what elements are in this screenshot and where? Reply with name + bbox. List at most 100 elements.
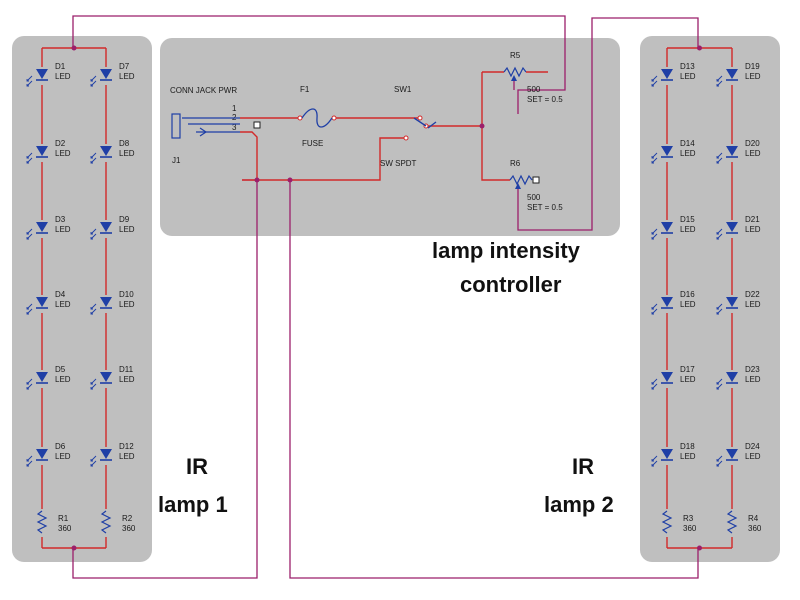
led-ref: D11 [119,365,134,374]
led-ref: D15 [680,215,695,224]
led-ref: D2 [55,139,66,148]
led-ref: D6 [55,442,66,451]
led-type: LED [745,225,761,234]
r5-set: SET = 0.5 [527,95,563,104]
led-ref: D3 [55,215,66,224]
led-type: LED [119,375,135,384]
r6-ref: R6 [510,159,521,168]
lamp1-panel [12,36,152,562]
led-type: LED [119,300,135,309]
led-type: LED [119,452,135,461]
led-type: LED [55,149,71,158]
resistor-value: 360 [58,524,72,533]
r6-set: SET = 0.5 [527,203,563,212]
led-ref: D14 [680,139,695,148]
led-type: LED [55,225,71,234]
led-ref: D10 [119,290,134,299]
fuse: F1 FUSE [297,85,337,148]
jack-ref: J1 [172,156,181,165]
led-type: LED [55,375,71,384]
led-type: LED [119,72,135,81]
jack-pin-1: 1 [232,104,237,113]
r5-ref: R5 [510,51,521,60]
led-type: LED [119,149,135,158]
led-ref: D22 [745,290,760,299]
led-ref: D13 [680,62,695,71]
led-type: LED [680,149,696,158]
resistor-ref: R1 [58,514,69,523]
controller-label-line1: lamp intensity [432,238,581,263]
lamp2-circuit: D13LEDD14LEDD15LEDD16LEDD17LEDD18LEDR336… [651,45,762,551]
led-ref: D5 [55,365,66,374]
led-type: LED [55,72,71,81]
led-ref: D16 [680,290,695,299]
lamp2-label-line1: IR [572,454,594,479]
resistor-ref: R3 [683,514,694,523]
potentiometer-r6: R6 500 SET = 0.5 [509,159,563,212]
r5-value: 500 [527,85,541,94]
controller-circuit: CONN JACK PWR 1 2 3 J1 F1 FUSE [170,51,563,212]
led-ref: D12 [119,442,134,451]
resistor-ref: R2 [122,514,133,523]
led-type: LED [55,300,71,309]
led-ref: D20 [745,139,760,148]
led-type: LED [745,300,761,309]
power-jack: CONN JACK PWR 1 2 3 J1 [170,86,261,165]
jack-pin-3: 3 [232,123,237,132]
resistor-ref: R4 [748,514,759,523]
led-ref: D4 [55,290,66,299]
led-type: LED [680,72,696,81]
lamp1-circuit: D1LEDD2LEDD3LEDD4LEDD5LEDD6LEDR1360D7LED… [26,45,136,551]
controller-label-line2: controller [460,272,562,297]
led-type: LED [680,452,696,461]
led-type: LED [119,225,135,234]
led-type: LED [745,375,761,384]
led-ref: D9 [119,215,130,224]
led-type: LED [745,149,761,158]
led-ref: D7 [119,62,130,71]
jack-name: CONN JACK PWR [170,86,237,95]
spdt-switch: SW1 SW SPDT [380,85,437,168]
led-ref: D23 [745,365,760,374]
led-ref: D8 [119,139,130,148]
switch-type: SW SPDT [380,159,417,168]
potentiometer-r5: R5 500 SET = 0.5 [503,51,563,104]
controller-panel [160,38,620,236]
led-ref: D24 [745,442,760,451]
lamp2-panel [640,36,780,562]
led-type: LED [680,375,696,384]
led-ref: D21 [745,215,760,224]
led-type: LED [745,72,761,81]
led-ref: D17 [680,365,695,374]
resistor-value: 360 [748,524,762,533]
led-ref: D1 [55,62,66,71]
resistor-value: 360 [683,524,697,533]
led-ref: D18 [680,442,695,451]
